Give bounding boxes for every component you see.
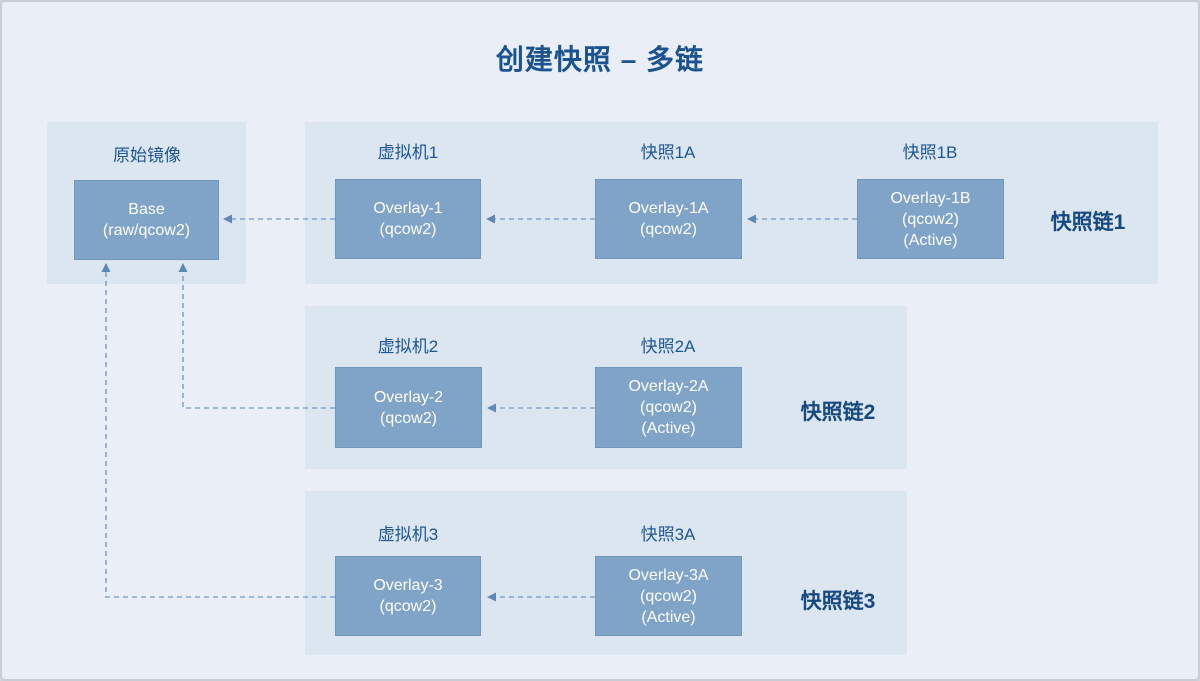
snapshot2a-label: 快照2A bbox=[640, 337, 696, 356]
overlay2-line1: Overlay-2 bbox=[373, 388, 444, 406]
snapshot1a-label: 快照1A bbox=[640, 143, 696, 162]
overlay1b-line2: (qcow2) bbox=[902, 210, 959, 228]
snapshot3a-label: 快照3A bbox=[640, 525, 696, 544]
vm1-label: 虚拟机1 bbox=[377, 143, 439, 162]
overlay3-line1: Overlay-3 bbox=[373, 577, 443, 594]
overlay3-line2: (qcow2) bbox=[379, 598, 437, 615]
overlay2-node: Overlay-2 (qcow2) bbox=[335, 367, 482, 448]
overlay3a-node: Overlay-3A (qcow2) (Active) bbox=[595, 556, 742, 636]
overlay2a-line2: (qcow2) bbox=[640, 399, 697, 416]
overlay1b-node: Overlay-1B (qcow2) (Active) bbox=[857, 179, 1004, 259]
overlay1-node: Overlay-1 (qcow2) bbox=[335, 179, 481, 259]
vm2-label: 虚拟机2 bbox=[377, 337, 439, 356]
base-node-line1: Base bbox=[128, 201, 165, 218]
snapshot1b-label: 快照1B bbox=[902, 143, 958, 162]
base-node-line2: (raw/qcow2) bbox=[102, 222, 191, 239]
overlay2a-node: Overlay-2A (qcow2) (Active) bbox=[595, 367, 742, 448]
overlay1-line1: Overlay-1 bbox=[373, 200, 443, 217]
overlay1-line2: (qcow2) bbox=[379, 221, 437, 238]
overlay1a-line1: Overlay-1A bbox=[628, 200, 709, 217]
overlay1b-line1: Overlay-1B bbox=[890, 189, 971, 207]
chain1-label: 快照链1 bbox=[1050, 211, 1126, 234]
vm3-label: 虚拟机3 bbox=[377, 525, 439, 544]
overlay1b-line3: (Active) bbox=[903, 231, 958, 249]
overlay2-line2: (qcow2) bbox=[380, 409, 437, 427]
base-image-node: Base (raw/qcow2) bbox=[74, 180, 219, 260]
overlay3a-line2: (qcow2) bbox=[640, 587, 697, 605]
overlay2a-line3: (Active) bbox=[641, 420, 696, 437]
arrow-overlay3-to-base bbox=[101, 263, 335, 598]
overlay2a-line1: Overlay-2A bbox=[628, 378, 709, 395]
chain2-label: 快照链2 bbox=[800, 401, 876, 424]
overlay3a-line1: Overlay-3A bbox=[628, 566, 709, 584]
overlay1a-node: Overlay-1A (qcow2) bbox=[595, 179, 742, 259]
page-title: 创建快照 – 多链 bbox=[495, 44, 705, 75]
chain3-label: 快照链3 bbox=[800, 590, 876, 613]
overlay3-node: Overlay-3 (qcow2) bbox=[335, 556, 481, 636]
source-image-label: 原始镜像 bbox=[113, 146, 181, 165]
overlay3a-line3: (Active) bbox=[641, 608, 696, 626]
overlay1a-line2: (qcow2) bbox=[640, 221, 697, 238]
